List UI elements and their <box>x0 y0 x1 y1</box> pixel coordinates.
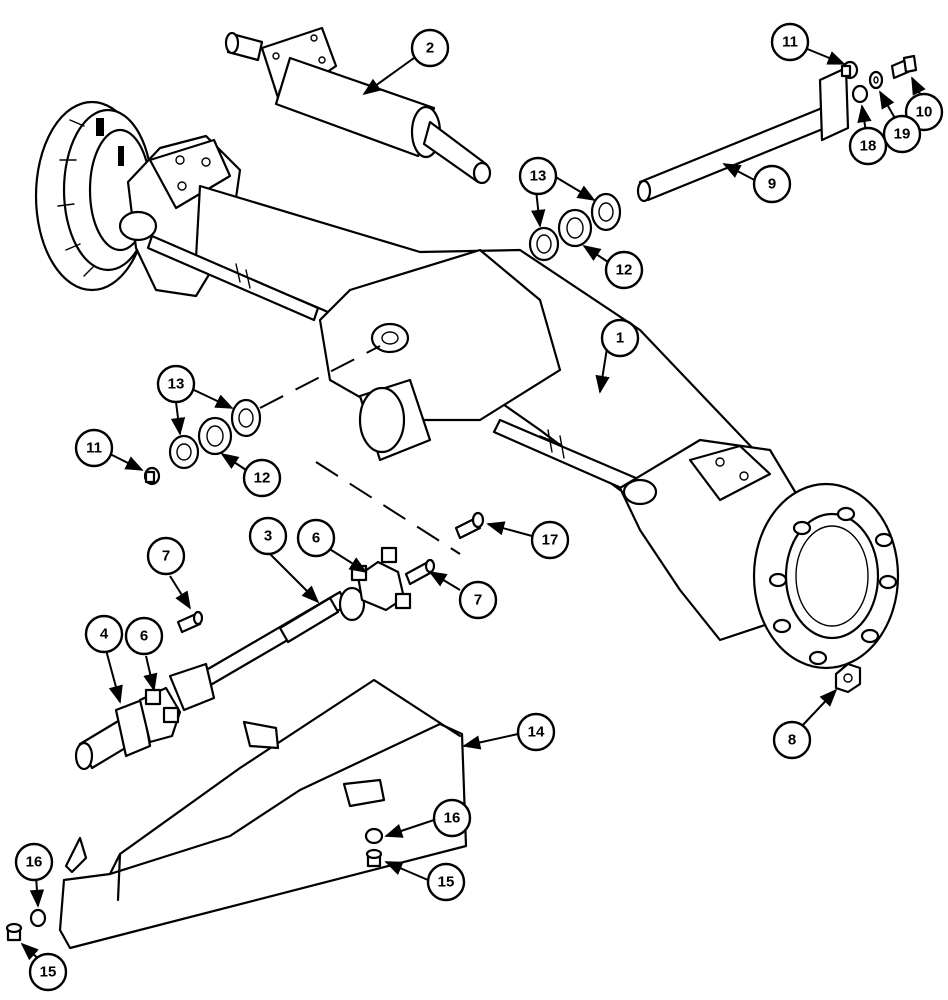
callout-13-top: 13 <box>518 156 558 196</box>
universal-joint-lower-part <box>138 686 182 744</box>
callout-17-label: 17 <box>542 532 559 549</box>
callout-9-label: 9 <box>768 176 776 193</box>
callout-19-label: 19 <box>894 126 911 143</box>
callout-14-label: 14 <box>528 724 545 741</box>
bushing-18-part <box>851 84 869 104</box>
callout-16-left-label: 16 <box>26 854 43 871</box>
callout-11-left-label: 11 <box>86 440 102 457</box>
callout-19: 19 <box>882 114 922 154</box>
bolt-15-left-part <box>5 922 23 942</box>
callout-4: 4 <box>84 614 124 654</box>
callout-7-left: 7 <box>146 536 186 576</box>
shaft-guard-part <box>58 678 468 950</box>
bolt-17-part <box>454 511 485 540</box>
assembly-line-shim <box>259 345 381 409</box>
steering-cylinder-part <box>224 26 492 185</box>
washer-19-part <box>868 70 884 90</box>
callout-13-left: 13 <box>156 364 196 404</box>
callout-10-label: 10 <box>916 104 933 121</box>
callout-7-right-label: 7 <box>474 592 482 609</box>
callout-1-label: 1 <box>616 330 624 347</box>
callout-3: 3 <box>248 516 288 556</box>
callout-4-label: 4 <box>100 626 109 643</box>
callout-12-left: 12 <box>242 458 282 498</box>
spacer-16-right-part <box>364 827 384 845</box>
callout-6-upper: 6 <box>296 518 336 558</box>
callout-11-top: 11 <box>770 22 810 62</box>
callout-16-left: 16 <box>14 842 54 882</box>
bolt-10-part <box>890 54 918 80</box>
bolt-7-left-part <box>176 610 204 634</box>
grease-fitting-11-top-part <box>840 60 859 80</box>
callout-15-right-label: 15 <box>438 874 455 891</box>
callout-9: 9 <box>752 164 792 204</box>
callout-1: 1 <box>600 318 640 358</box>
callout-2-label: 2 <box>426 40 434 57</box>
coupling-part <box>74 698 152 771</box>
callout-12-top-label: 12 <box>616 262 633 279</box>
callout-8-label: 8 <box>788 732 796 749</box>
callout-15-right: 15 <box>426 862 466 902</box>
shim-set-left-part <box>168 398 262 470</box>
callout-13-top-label: 13 <box>530 168 547 185</box>
callout-6-lower: 6 <box>124 616 164 656</box>
callout-2: 2 <box>410 28 450 68</box>
grease-fitting-11-left-part <box>143 466 161 486</box>
pivot-tube-part <box>636 66 850 203</box>
callout-6-lower-label: 6 <box>140 628 148 645</box>
leader-lines <box>20 45 926 963</box>
bolt-15-right-part <box>365 848 383 868</box>
callout-14: 14 <box>516 712 556 752</box>
callout-12-top: 12 <box>604 250 644 290</box>
assembly-line-shaft <box>315 461 461 555</box>
callout-8: 8 <box>772 720 812 760</box>
callout-6-upper-label: 6 <box>312 530 320 547</box>
callout-7-right: 7 <box>458 580 498 620</box>
wheel-nut-part <box>834 662 862 694</box>
callout-11-left: 11 <box>74 428 114 468</box>
callout-13-left-label: 13 <box>168 376 185 393</box>
callout-17: 17 <box>530 520 570 560</box>
front-axle-housing-part <box>34 100 900 670</box>
bolt-7-right-part <box>404 558 436 586</box>
spacer-16-left-part <box>29 908 47 928</box>
callout-15-left-label: 15 <box>40 964 57 981</box>
callout-18-label: 18 <box>860 138 877 155</box>
callout-3-label: 3 <box>264 528 272 545</box>
universal-joint-upper-part <box>350 546 412 612</box>
drive-shaft-part <box>168 586 366 712</box>
shim-set-top-part <box>528 192 622 262</box>
callout-7-left-label: 7 <box>162 548 170 565</box>
callout-12-left-label: 12 <box>254 470 271 487</box>
callout-18: 18 <box>848 126 888 166</box>
callout-16-right: 16 <box>432 798 472 838</box>
callout-16-right-label: 16 <box>444 810 461 827</box>
callout-11-top-label: 11 <box>782 34 798 51</box>
callout-15-left: 15 <box>28 952 68 992</box>
